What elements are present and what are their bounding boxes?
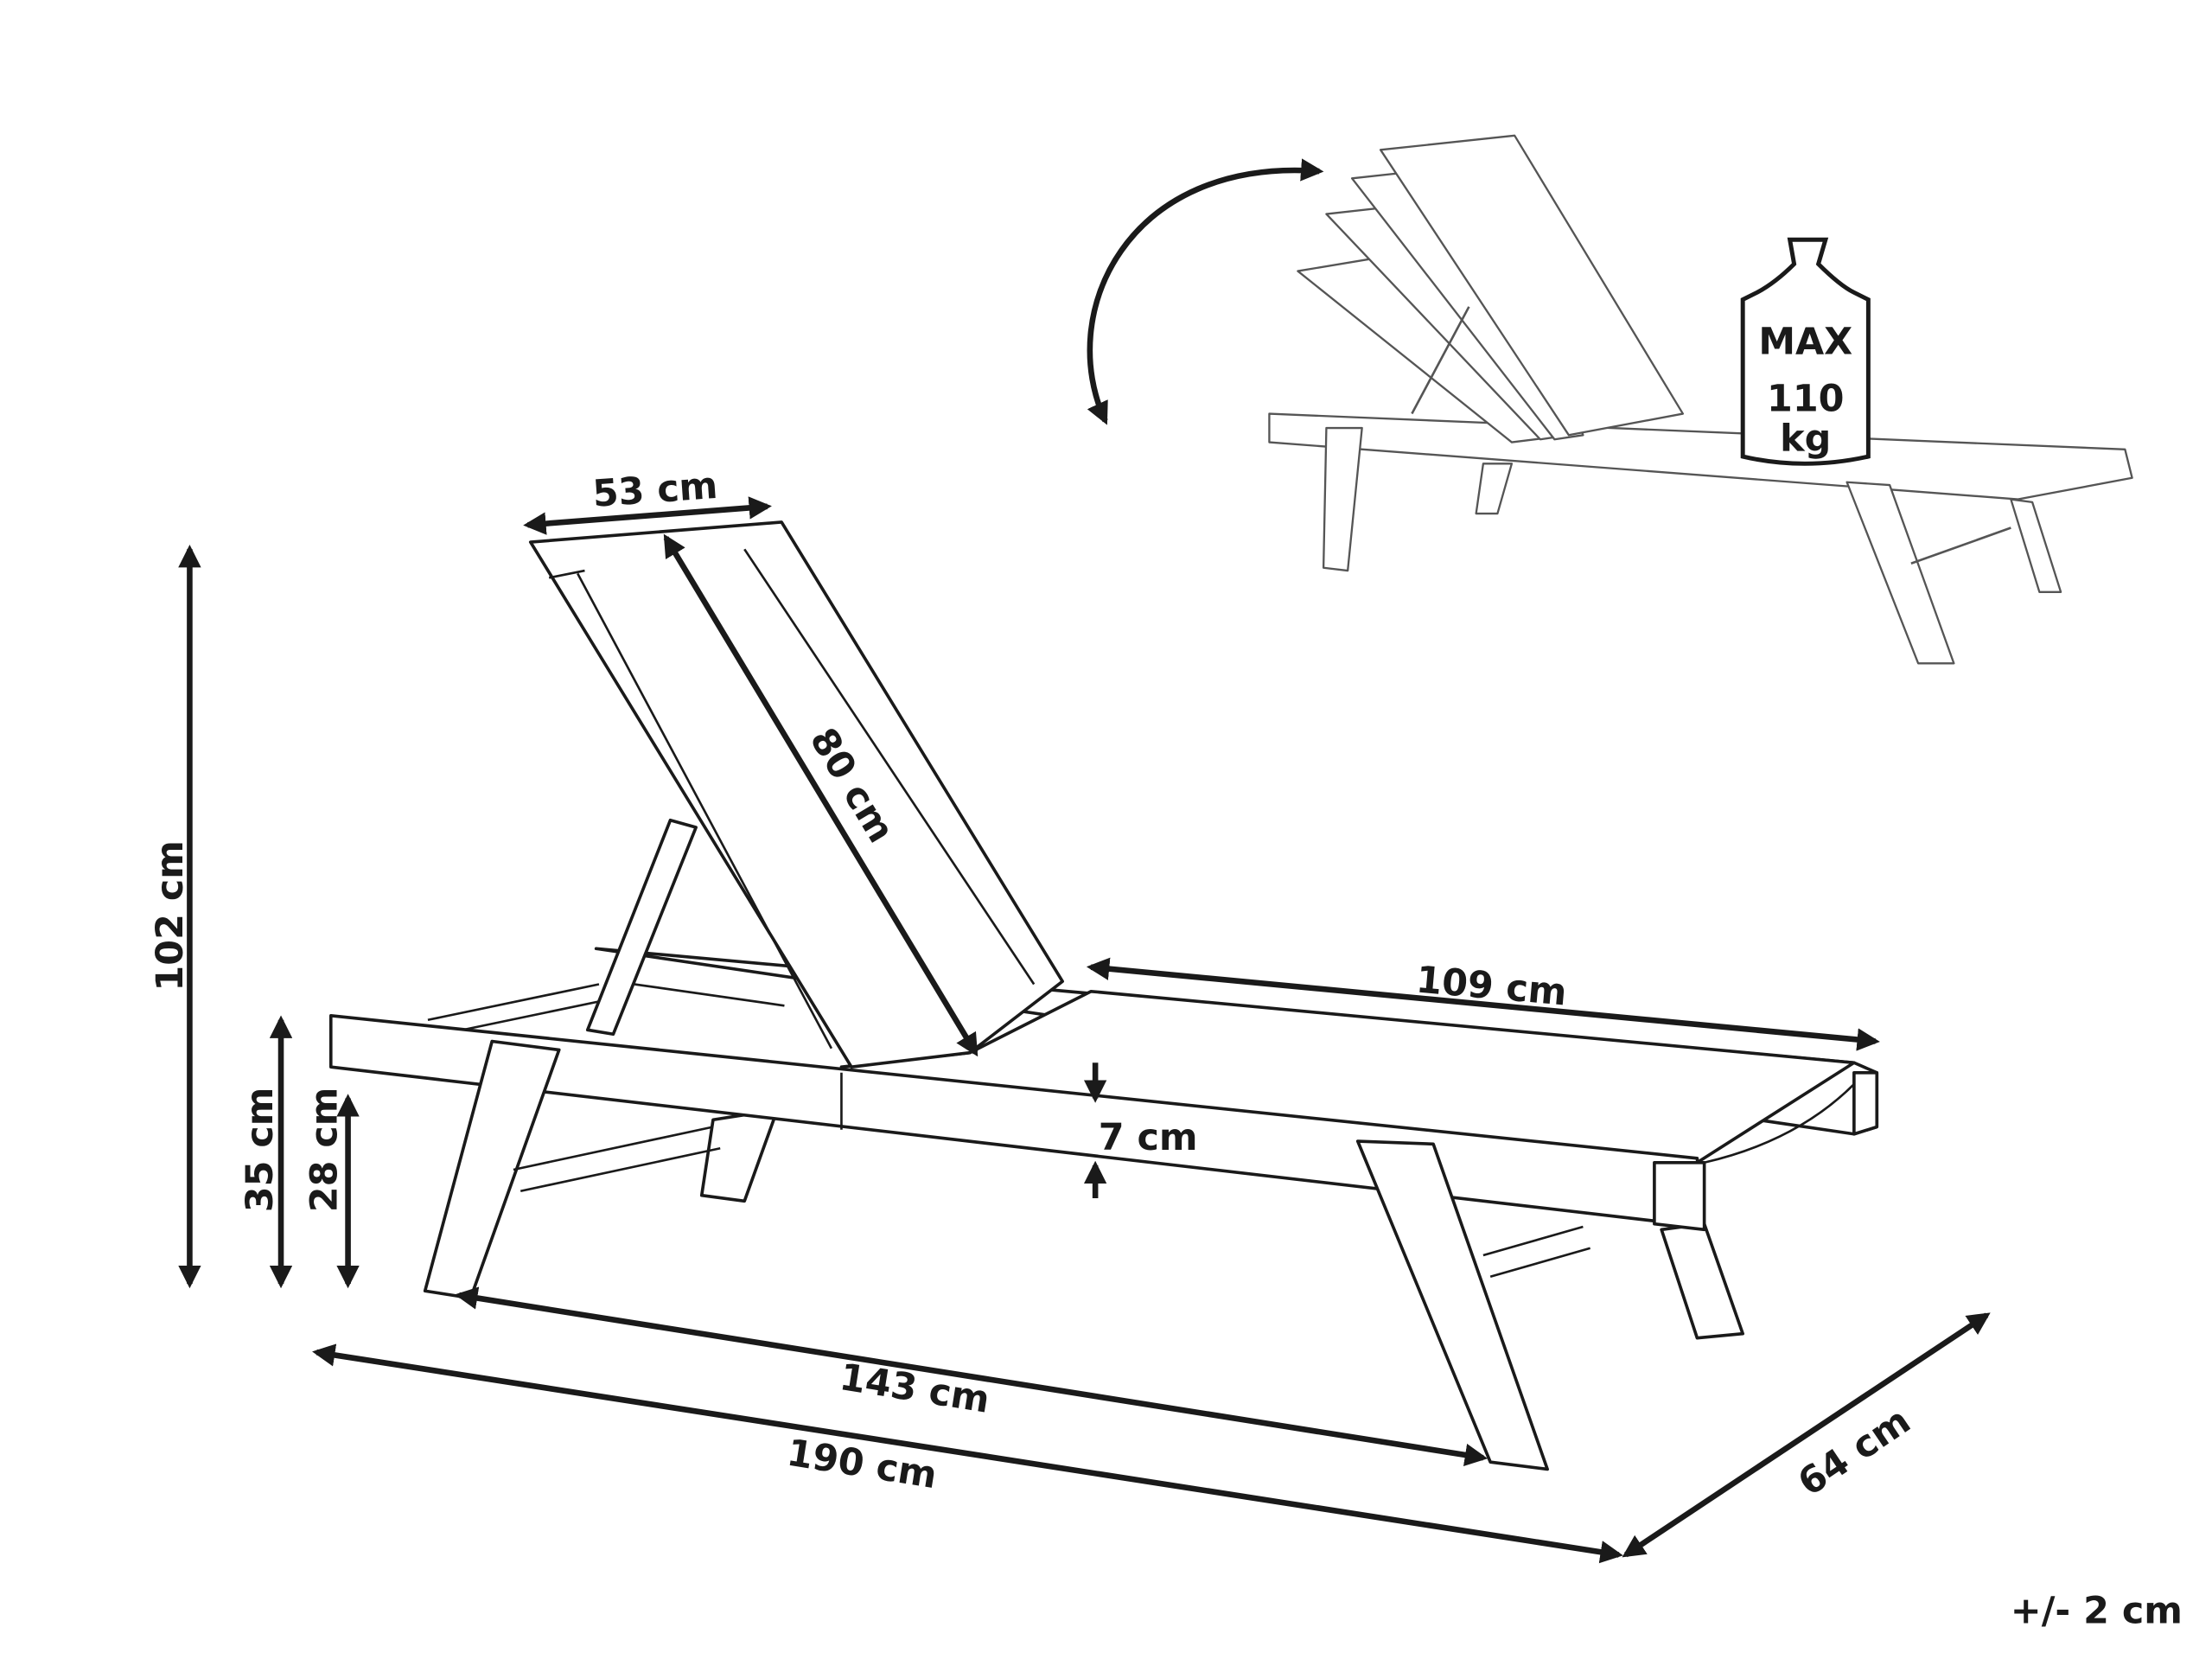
reclining-positions-illustration	[1268, 134, 2133, 665]
dimension-35: 35 cm	[239, 1015, 293, 1289]
total-width-label: 64 cm	[1790, 1399, 1918, 1504]
total-height-label: 102 cm	[149, 840, 192, 992]
backrest-width-label: 53 cm	[591, 464, 719, 516]
frame-height-label: 28 cm	[303, 1088, 346, 1213]
seat-thickness-label: 7 cm	[1099, 1116, 1198, 1159]
seat-height-label: 35 cm	[239, 1088, 282, 1213]
dimension-7: 7 cm	[1083, 1062, 1198, 1198]
tolerance-note: +/- 2 cm	[2011, 1590, 2183, 1633]
max-load-label: MAX	[1758, 320, 1852, 363]
dimension-102: 102 cm	[149, 545, 201, 1289]
weight-icon: MAX 110 kg	[1740, 237, 1871, 466]
dimension-64: 64 cm	[1622, 1312, 1991, 1558]
recline-arrow-icon	[1087, 158, 1324, 425]
max-load-unit: kg	[1780, 417, 1831, 460]
seat-length-label: 109 cm	[1414, 959, 1568, 1015]
lounger-illustration	[328, 520, 1879, 1471]
dimension-28: 28 cm	[303, 1088, 360, 1289]
max-load-value: 110	[1767, 377, 1845, 420]
dimension-53: 53 cm	[523, 464, 772, 535]
total-length-label: 190 cm	[784, 1432, 940, 1498]
dimension-143: 143 cm	[455, 1286, 1488, 1467]
